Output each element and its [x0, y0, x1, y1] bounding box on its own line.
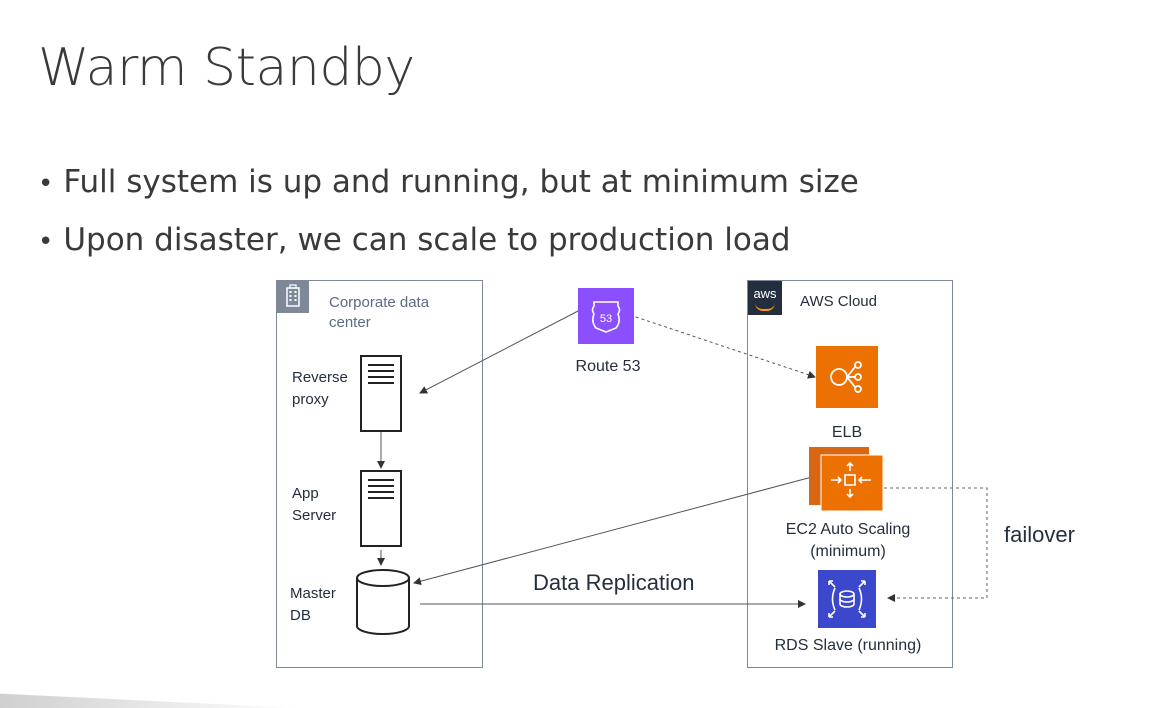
route53-to-proxy-arrow — [419, 309, 581, 394]
database-icon — [355, 568, 411, 641]
data-replication-label: Data Replication — [533, 570, 695, 595]
ec2-to-db-arrow — [413, 476, 813, 586]
failover-label: failover — [1004, 522, 1075, 547]
slide-title: Warm Standby — [38, 38, 415, 98]
ec2-auto-scaling-icon — [809, 447, 884, 516]
elb-label: ELB — [831, 424, 863, 441]
bullet-item: Upon disaster, we can scale to productio… — [38, 218, 859, 276]
aws-logo-text: aws — [753, 286, 777, 301]
elb-icon — [816, 346, 878, 413]
reverse-proxy-label: Reverse proxy — [292, 369, 348, 408]
aws-smile-icon — [755, 303, 775, 311]
bullet-list: Full system is up and running, but at mi… — [38, 160, 859, 276]
route53-to-elb-arrow — [629, 314, 816, 379]
aws-cloud-title: AWS Cloud — [800, 293, 877, 310]
building-icon — [277, 281, 309, 313]
route53-label: Route 53 — [575, 358, 641, 375]
corporate-panel: Corporate data center — [276, 280, 483, 668]
corporate-title: Corporate data center — [329, 294, 430, 331]
failover-arrow — [884, 487, 988, 602]
rds-label: RDS Slave (running) — [774, 637, 922, 654]
ec2-label-line1: EC2 Auto Scaling — [785, 521, 911, 538]
route53-badge-text: 53 — [600, 313, 612, 325]
aws-cloud-panel: aws AWS Cloud — [747, 280, 953, 668]
app-server-icon — [360, 470, 402, 552]
aws-logo: aws — [748, 281, 782, 315]
bullet-item: Full system is up and running, but at mi… — [38, 160, 859, 218]
master-db-label: Master DB — [290, 585, 336, 624]
reverse-proxy-server-icon — [360, 355, 402, 437]
route53-icon: 53 — [578, 288, 634, 349]
app-server-label: App Server — [292, 485, 337, 524]
ec2-label-line2: (minimum) — [810, 543, 886, 560]
rds-icon — [818, 570, 876, 633]
